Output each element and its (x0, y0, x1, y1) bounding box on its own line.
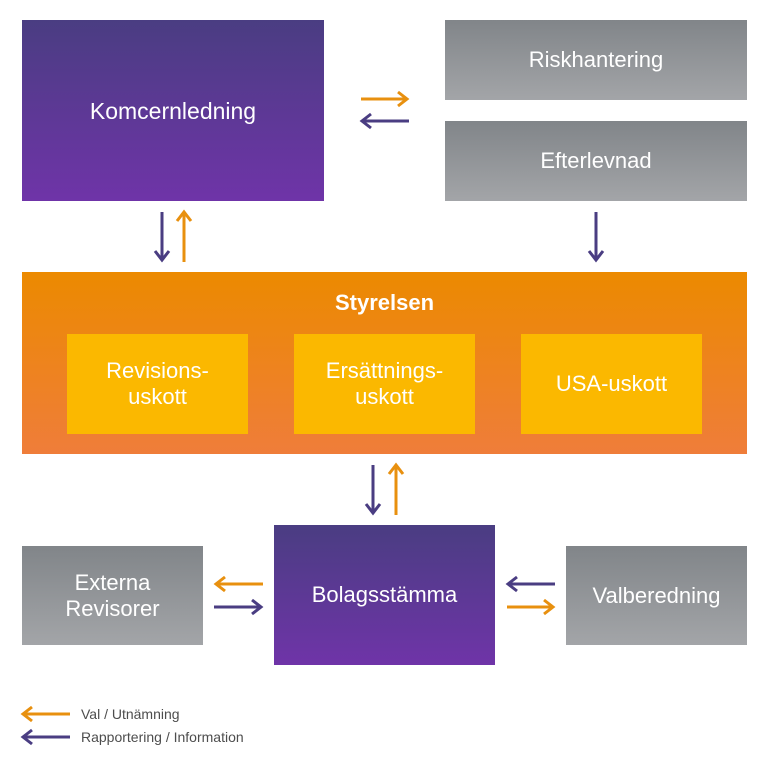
valberedning-box: Valberedning (566, 546, 747, 645)
styrelsen-box: Styrelsen Revisions- uskott Ersättnings-… (22, 272, 747, 454)
ersattningsutskott-box: Ersättnings- uskott (294, 334, 475, 434)
riskhantering-box: Riskhantering (445, 20, 747, 100)
legend-purple-label: Rapportering / Information (81, 729, 244, 745)
bolagsstamma-box: Bolagsstämma (274, 525, 495, 665)
usa-utskott-box: USA-uskott (521, 334, 702, 434)
usa-utskott-label: USA-uskott (555, 371, 668, 396)
arrow-purple-left-bottom (505, 575, 555, 593)
ersattningsutskott-label: Ersättnings- uskott (325, 358, 444, 409)
externa-revisorer-box: Externa Revisorer (22, 546, 203, 645)
arrow-purple-left-top (359, 112, 409, 130)
arrow-orange-up-left (175, 209, 193, 262)
komcernledning-box: Komcernledning (22, 20, 324, 201)
arrow-orange-left-bottom (213, 575, 263, 593)
legend-purple-arrow (20, 728, 70, 746)
arrow-orange-right-top (361, 90, 410, 108)
revisionsutskott-label: Revisions- uskott (106, 358, 209, 409)
arrow-purple-down-right (587, 212, 605, 263)
revisionsutskott-box: Revisions- uskott (67, 334, 248, 434)
efterlevnad-label: Efterlevnad (540, 148, 652, 173)
komcernledning-label: Komcernledning (89, 97, 257, 124)
legend-orange-arrow (20, 705, 70, 723)
externa-revisorer-label: Externa Revisorer (65, 569, 160, 621)
arrow-orange-right-bottom (507, 598, 556, 616)
styrelsen-title: Styrelsen (334, 290, 435, 315)
efterlevnad-box: Efterlevnad (445, 121, 747, 201)
riskhantering-label: Riskhantering (528, 47, 664, 72)
arrow-orange-up-center (387, 462, 405, 515)
arrow-purple-down-center (364, 465, 382, 516)
legend-orange-label: Val / Utnämning (81, 706, 180, 722)
arrow-purple-down-left (153, 212, 171, 263)
valberedning-label: Valberedning (592, 582, 721, 608)
arrow-purple-right-bottom (214, 598, 264, 616)
bolagsstamma-label: Bolagsstämma (311, 582, 458, 607)
